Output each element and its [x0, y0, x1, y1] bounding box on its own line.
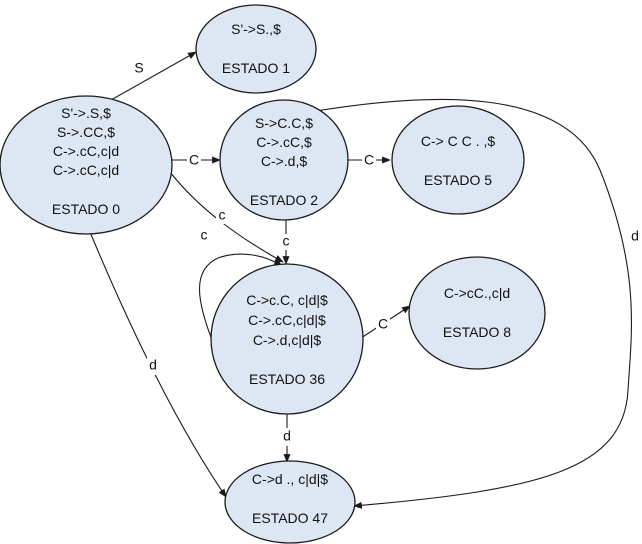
edge-s0-s2: C — [170, 152, 221, 168]
state-2-title: ESTADO 2 — [250, 192, 318, 208]
edge-s36-s8: C — [357, 305, 411, 341]
state-8: C->cC.,c|d ESTADO 8 — [408, 256, 546, 370]
state-5: C-> C C . ,$ ESTADO 5 — [391, 105, 525, 215]
state-8-title: ESTADO 8 — [443, 324, 511, 340]
state-36-item: C->.cC,c|d|$ — [248, 312, 326, 328]
state-8-item: C->cC.,c|d — [444, 285, 510, 301]
state-1-title: ESTADO 1 — [222, 60, 290, 76]
state-36-title: ESTADO 36 — [249, 371, 325, 387]
state-0-item: S'->.S,$ — [61, 105, 111, 121]
state-5-title: ESTADO 5 — [424, 172, 492, 188]
edge-s2-s47: d — [309, 98, 641, 509]
state-47: C->d ., c|d|$ ESTADO 47 — [224, 460, 356, 544]
state-1: S'->S.,$ ESTADO 1 — [195, 4, 317, 94]
edge-s2-s36: c — [280, 220, 292, 265]
edge-s0-s36: c — [169, 171, 284, 263]
state-1-item: S'->S.,$ — [231, 21, 281, 37]
edge-label-s2-s36: c — [283, 233, 290, 249]
state-0-item: C->.cC,c|d — [53, 162, 119, 178]
state-2-item: S->C.C,$ — [255, 115, 313, 131]
state-36-item: C->.d,c|d|$ — [253, 332, 322, 348]
state-47-item: C->d ., c|d|$ — [252, 471, 328, 487]
state-0-item: C->.cC,c|d — [53, 143, 119, 159]
state-2-item: C->.cC,$ — [256, 134, 312, 150]
edge-label-s0-s36: c — [219, 207, 226, 223]
edge-s36-s47: d — [281, 414, 293, 463]
state-5-item: C-> C C . ,$ — [421, 133, 496, 149]
state-2: S->C.C,$ C->.cC,$ C->.d,$ ESTADO 2 — [219, 99, 349, 221]
state-47-title: ESTADO 47 — [252, 510, 328, 526]
state-0-item: S->.CC,$ — [57, 124, 115, 140]
edge-s0-s47: d — [89, 231, 227, 498]
edge-label-s2-s5: C — [364, 152, 374, 168]
state-36-item: C->c.C, c|d|$ — [246, 292, 328, 308]
edge-s2-s5: C — [348, 152, 391, 168]
state-2-item: C->.d,$ — [261, 153, 308, 169]
edge-label-s36-s47: d — [283, 428, 291, 444]
state-36: C->c.C, c|d|$ C->.cC,c|d|$ C->.d,c|d|$ E… — [210, 263, 364, 415]
edge-s36-self-loop: c — [198, 227, 283, 346]
edge-label-s36-s8: C — [378, 316, 388, 332]
state-0: S'->.S,$ S->.CC,$ C->.cC,c|d C->.cC,c|d … — [0, 95, 173, 235]
edge-label-s2-s47: d — [631, 228, 639, 244]
edge-label-s0-s47: d — [149, 357, 157, 373]
edge-label-s36-self: c — [201, 227, 208, 243]
edge-label-s0-s2: C — [189, 152, 199, 168]
state-0-title: ESTADO 0 — [52, 201, 120, 217]
edge-label-s0-s1: S — [134, 60, 143, 76]
